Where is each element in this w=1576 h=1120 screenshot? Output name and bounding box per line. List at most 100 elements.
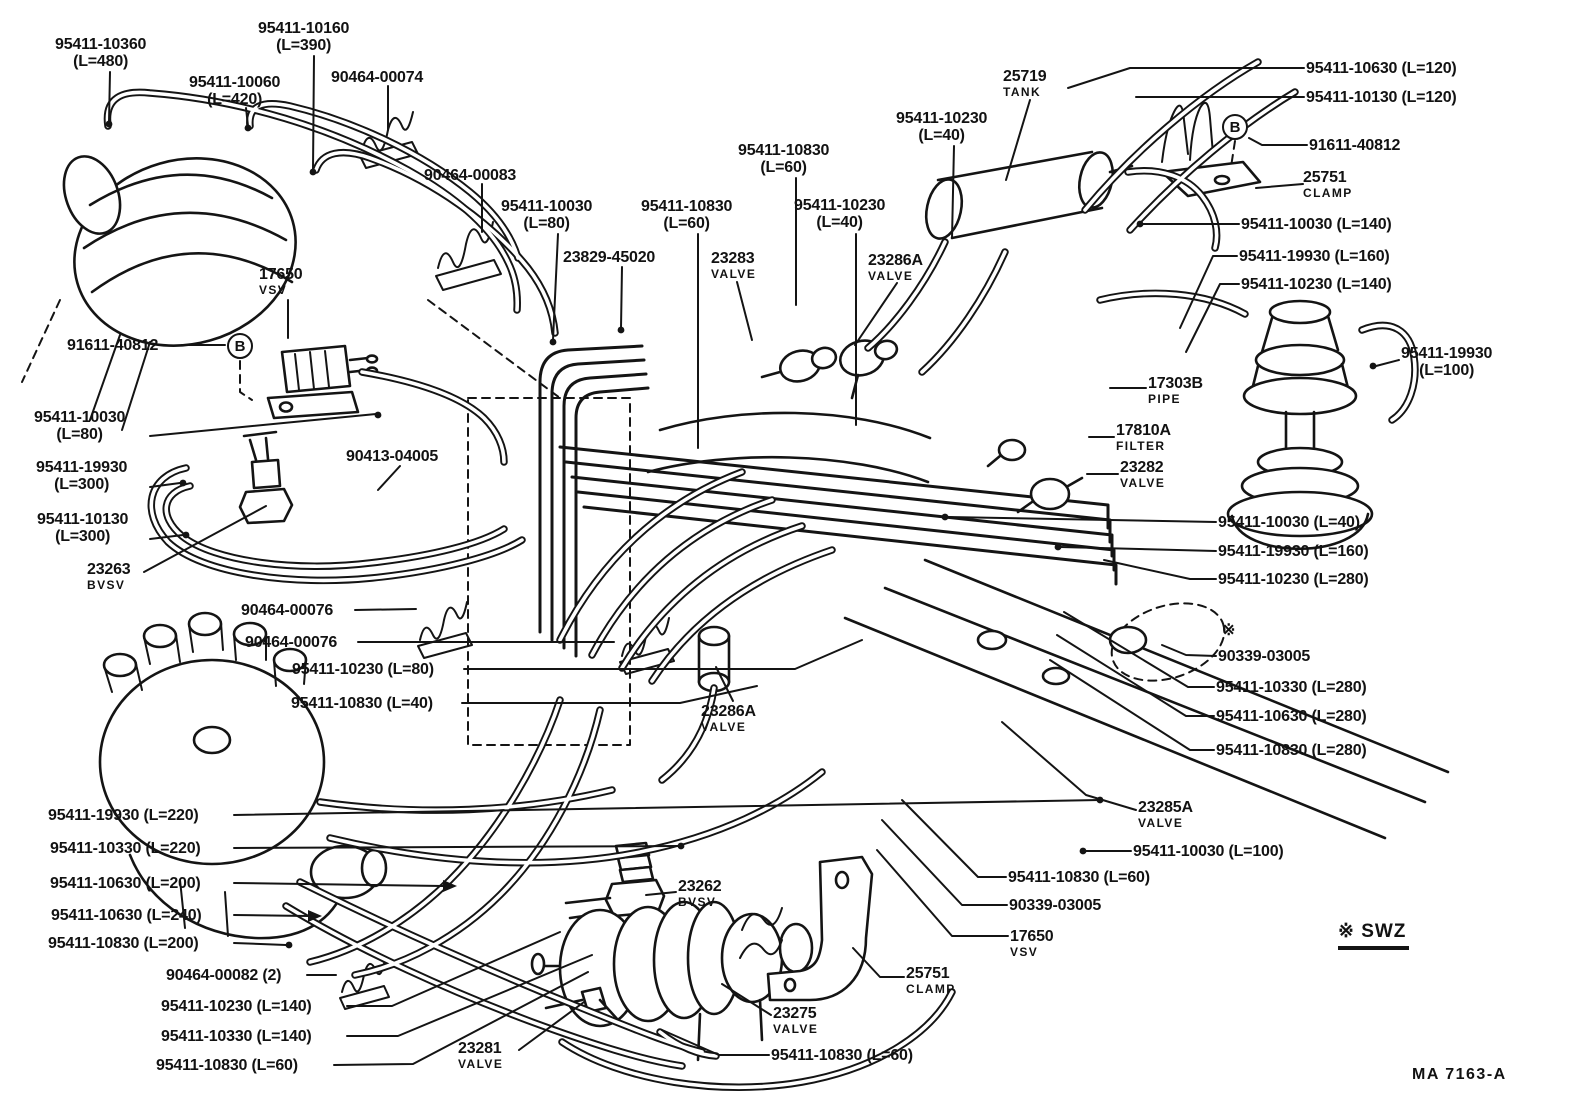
- part-label-10360: 95411-10360(L=480): [55, 36, 146, 71]
- part-label-91611-a: 91611-40812: [67, 337, 158, 354]
- part-number: 95411-10030 (L=40): [1218, 514, 1360, 531]
- part-number: (L=100): [1419, 362, 1475, 380]
- part-number: (L=40): [816, 214, 863, 232]
- part-type-caption: VALVE: [1120, 476, 1166, 491]
- part-number: 95411-10160: [258, 20, 350, 37]
- part-label-10830-l40: 95411-10830 (L=40): [291, 695, 433, 712]
- part-number: 23283: [711, 250, 755, 267]
- part-number: 95411-10830 (L=60): [771, 1047, 913, 1064]
- part-label-00076-a: 90464-00076: [241, 602, 333, 619]
- part-label-10630-l120: 95411-10630 (L=120): [1306, 60, 1457, 77]
- part-number: 25751: [1303, 169, 1347, 186]
- part-type-caption: VALVE: [868, 269, 914, 284]
- part-number: 95411-10030 (L=100): [1133, 843, 1284, 860]
- part-label-10060: 95411-10060(L=420): [189, 74, 280, 109]
- part-label-10630-l280: 95411-10630 (L=280): [1216, 708, 1367, 725]
- note-swz: ※ SWZ: [1338, 920, 1410, 950]
- part-number: 95411-19930: [36, 459, 128, 476]
- part-number: 95411-10830 (L=200): [48, 935, 199, 952]
- part-number: 95411-10030: [34, 409, 126, 426]
- part-label-10230-t: 95411-10230(L=40): [896, 110, 987, 145]
- part-type-caption: VALVE: [711, 267, 757, 282]
- part-number: 95411-10030: [501, 198, 593, 215]
- part-number: (L=60): [760, 159, 807, 177]
- part-number: 95411-10830 (L=60): [1008, 869, 1150, 886]
- vsv-17650-unit: [266, 344, 379, 420]
- part-number: 95411-10630 (L=200): [50, 875, 201, 892]
- part-number: 90464-00074: [331, 69, 424, 86]
- part-number: 17650: [1010, 928, 1054, 945]
- part-type-caption: FILTER: [1116, 439, 1166, 454]
- part-number: (L=80): [56, 426, 103, 444]
- part-number: (L=390): [276, 37, 332, 55]
- part-number: 17810A: [1116, 422, 1171, 439]
- part-label-10030-l140: 95411-10030 (L=140): [1241, 216, 1392, 233]
- part-label-00076-b: 90464-00076: [245, 634, 337, 651]
- part-label-23829: 23829-45020: [563, 249, 655, 266]
- clamp-bracket-25751-bottom: [739, 855, 874, 1002]
- part-type-caption: BVSV: [87, 578, 126, 593]
- part-number: 17303B: [1148, 375, 1203, 392]
- part-number: 91611-40812: [67, 337, 159, 354]
- leader-end-markers: [105, 120, 1377, 949]
- part-number: 95411-10330 (L=140): [161, 1028, 312, 1045]
- part-label-kome: ※: [1222, 622, 1235, 639]
- intake-manifold-cluster: [427, 299, 932, 746]
- part-number: (L=300): [55, 528, 111, 546]
- part-number: 95411-10130: [37, 511, 129, 528]
- part-label-10030-l40: 95411-10030 (L=40): [1218, 514, 1360, 531]
- valve-canisters: [697, 339, 1084, 693]
- part-number: ※: [1222, 622, 1236, 639]
- part-number: 95411-10230 (L=280): [1218, 571, 1369, 588]
- air-cleaner: [21, 155, 297, 431]
- part-number: 95411-10230 (L=80): [292, 661, 434, 678]
- marker-b-right: B: [1222, 114, 1248, 140]
- part-type-caption: CLAMP: [1303, 186, 1353, 201]
- part-label-10330-l280: 95411-10330 (L=280): [1216, 679, 1367, 696]
- part-label-10230-c: 95411-10230(L=40): [794, 197, 885, 232]
- part-number: 23285A: [1138, 799, 1193, 816]
- part-label-10830-t: 95411-10830(L=60): [738, 142, 829, 177]
- leader-lines: [108, 55, 1400, 1066]
- part-type-caption: VALVE: [1138, 816, 1184, 831]
- part-label-10130-a: 95411-10130(L=300): [37, 511, 128, 546]
- part-number: 95411-10230: [794, 197, 886, 214]
- fitting-23281: [544, 986, 620, 1022]
- part-number: 23281: [458, 1040, 502, 1057]
- part-label-19930-a: 95411-19930(L=300): [36, 459, 127, 494]
- part-label-19930-l220: 95411-19930 (L=220): [48, 807, 199, 824]
- part-label-10330-l140: 95411-10330 (L=140): [161, 1028, 312, 1045]
- part-number: 23263: [87, 561, 131, 578]
- part-number: 90413-04005: [346, 448, 439, 465]
- part-number: 95411-10360: [55, 36, 147, 53]
- part-label-10830-l60c: 95411-10830 (L=60): [771, 1047, 913, 1064]
- part-label-19930-l160b: 95411-19930 (L=160): [1218, 543, 1369, 560]
- part-label-90339-b: 90339-03005: [1009, 897, 1101, 914]
- part-number: 91611-40812: [1309, 137, 1401, 154]
- part-label-91611-b: 91611-40812: [1309, 137, 1400, 154]
- part-number: (L=60): [663, 215, 710, 233]
- part-number: (L=300): [54, 476, 110, 494]
- part-number: 90339-03005: [1009, 897, 1102, 914]
- figure-code: MA 7163-A: [1412, 1066, 1507, 1083]
- part-number: 90464-00083: [424, 167, 517, 184]
- part-label-10130-l120: 95411-10130 (L=120): [1306, 89, 1457, 106]
- part-number: 95411-10830 (L=40): [291, 695, 433, 712]
- part-label-10330-l220: 95411-10330 (L=220): [50, 840, 201, 857]
- part-number: 95411-10130 (L=120): [1306, 89, 1457, 106]
- part-label-10830-l280: 95411-10830 (L=280): [1216, 742, 1367, 759]
- part-label-10030-l100: 95411-10030 (L=100): [1133, 843, 1284, 860]
- valve-cover: [843, 558, 1450, 840]
